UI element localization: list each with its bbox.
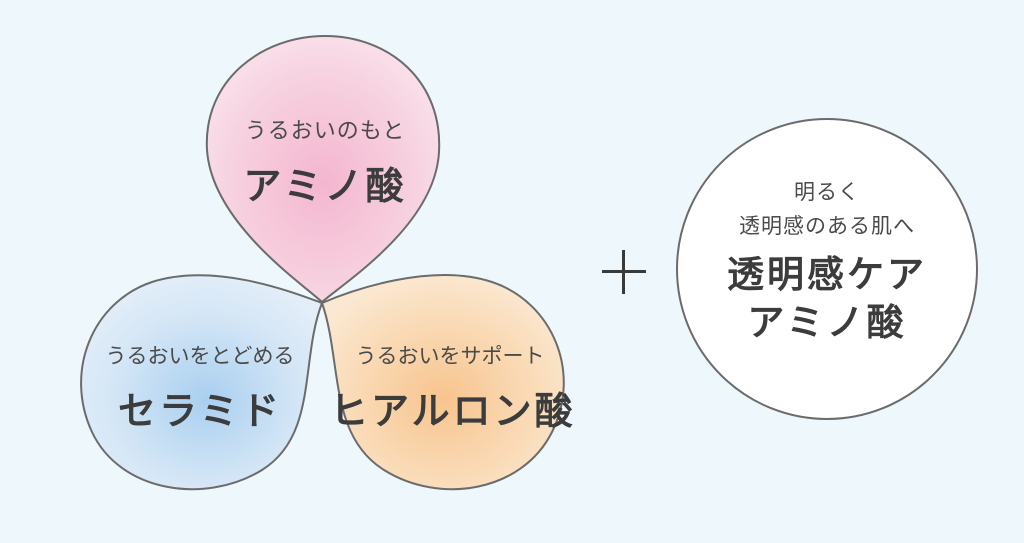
plus-icon [598,246,650,298]
hyaluron-label: うるおいをサポート ヒアルロン酸 [330,340,576,435]
hyaluron-subtitle: うるおいをサポート [355,344,545,368]
amino-title: アミノ酸 [243,164,407,208]
result-circle [676,118,978,420]
circle-title-2: アミノ酸 [747,301,907,344]
circle-line-2: 透明感のある肌へ [739,214,915,238]
result-circle-text: 明るく 透明感のある肌へ 透明感ケア アミノ酸 [676,175,978,347]
amino-label: うるおいのもと アミノ酸 [210,113,440,210]
amino-subtitle: うるおいのもと [244,119,406,144]
hyaluron-drop [320,274,565,491]
ceramide-drop [80,274,324,491]
ceramide-title: セラミド [117,389,282,433]
circle-line-1: 明るく [794,180,860,204]
ceramide-label: うるおいをとどめる セラミド [80,340,320,435]
ceramide-subtitle: うるおいをとどめる [105,344,295,368]
circle-title-1: 透明感ケア [727,253,927,296]
plus-vertical-bar [622,250,625,294]
hyaluron-title: ヒアルロン酸 [330,389,576,433]
amino-drop [205,34,441,304]
